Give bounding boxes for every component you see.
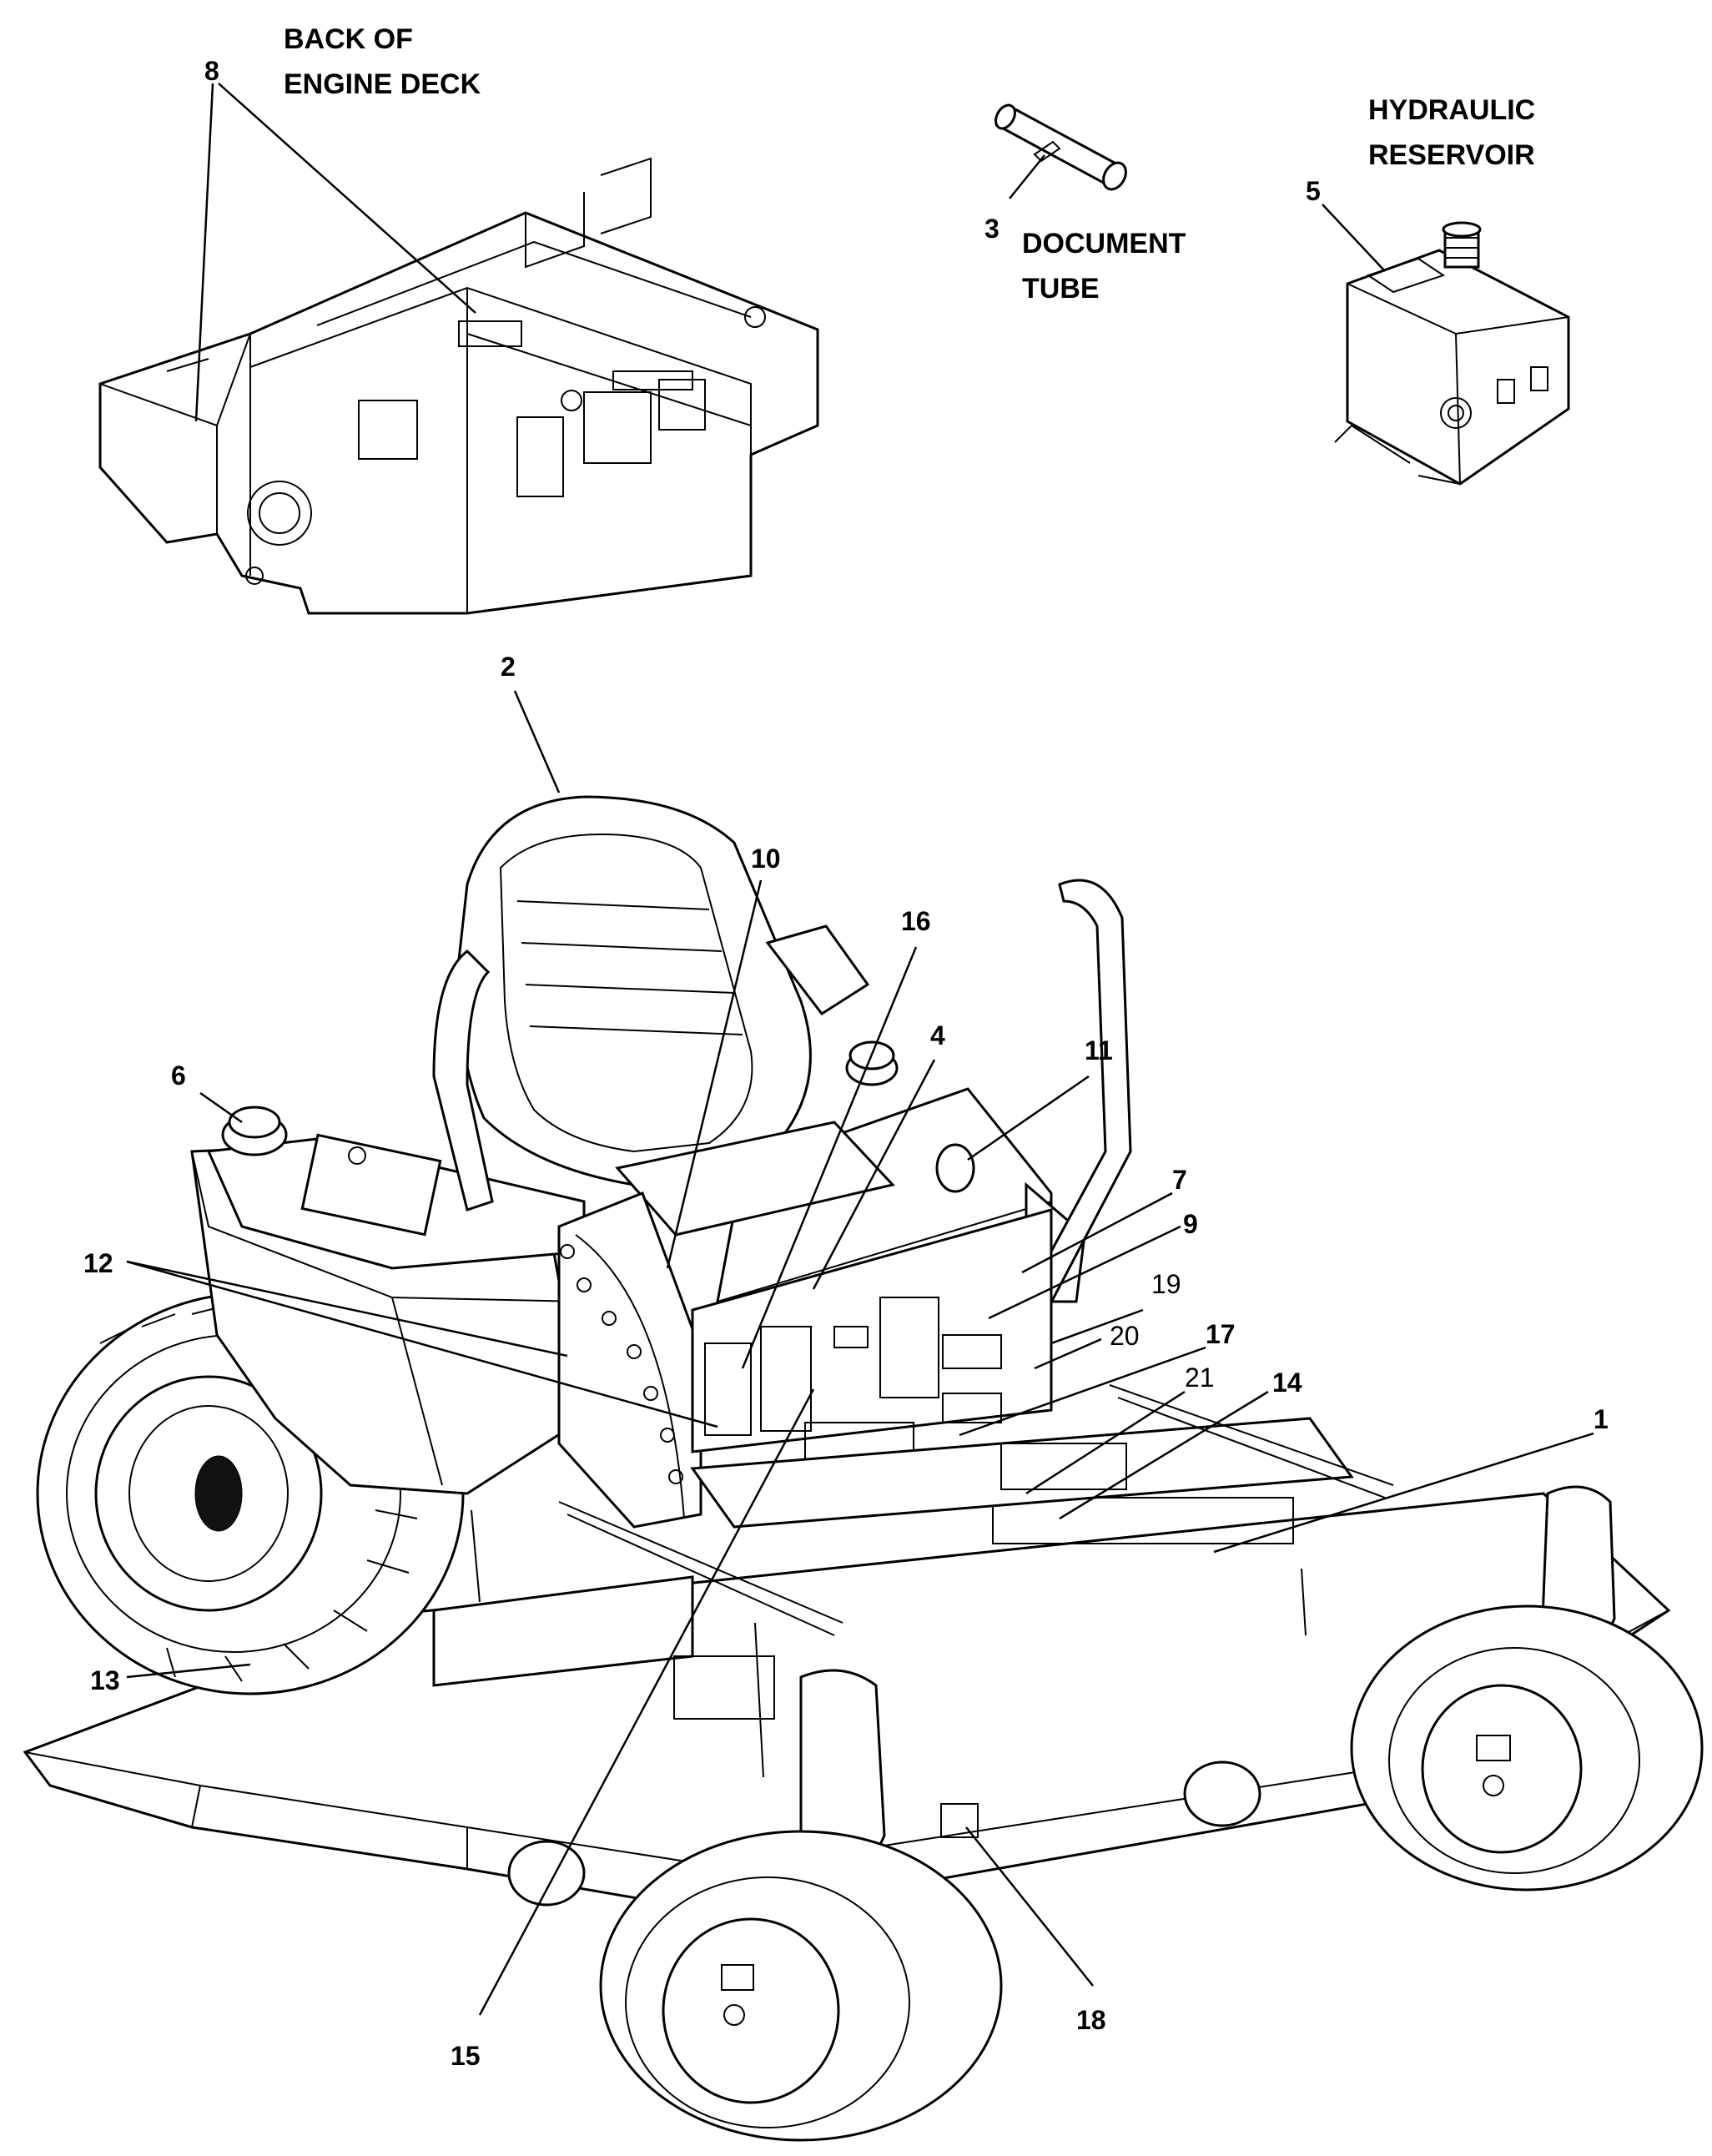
- leader-18: [965, 1826, 1094, 1987]
- callout-8: 8: [204, 56, 219, 86]
- callout-1: 1: [1594, 1404, 1609, 1434]
- callout-5: 5: [1306, 176, 1321, 206]
- document-tube-illustration: [994, 103, 1127, 191]
- callout-17: 17: [1206, 1319, 1236, 1349]
- leader-13: [126, 1663, 251, 1679]
- leader-3: [1009, 154, 1045, 199]
- leader-20: [1034, 1337, 1102, 1370]
- callout-12: 12: [83, 1248, 113, 1278]
- leader-12b: [126, 1260, 718, 1428]
- callout-19: 19: [1151, 1269, 1181, 1299]
- callout-13: 13: [90, 1665, 120, 1695]
- callout-4: 4: [930, 1020, 945, 1050]
- callout-18: 18: [1076, 2005, 1106, 2035]
- callout-6: 6: [171, 1060, 186, 1091]
- callout-11: 11: [1085, 1035, 1113, 1065]
- leader-11: [967, 1075, 1090, 1161]
- leader-lines: [126, 83, 1594, 2016]
- callout-3: 3: [984, 214, 1000, 244]
- heading-hydraulic-reservoir-line2: RESERVOIR: [1368, 139, 1535, 171]
- hydraulic-reservoir-illustration: [1334, 221, 1570, 486]
- callout-20: 20: [1110, 1321, 1140, 1351]
- leader-2: [513, 690, 561, 793]
- callout-15: 15: [451, 2041, 481, 2071]
- leader-1: [1213, 1432, 1594, 1554]
- leader-9: [988, 1225, 1181, 1320]
- callout-16: 16: [901, 906, 931, 936]
- callout-9: 9: [1183, 1209, 1198, 1239]
- leader-19: [1050, 1308, 1144, 1345]
- leader-15: [478, 1388, 815, 2016]
- headings: BACK OF ENGINE DECK DOCUMENT TUBE HYDRAU…: [284, 23, 1535, 305]
- leader-4: [812, 1059, 936, 1290]
- callout-21: 21: [1185, 1363, 1215, 1393]
- engine-deck-illustration: [98, 157, 819, 615]
- leader-10: [666, 879, 763, 1269]
- heading-engine-deck-line2: ENGINE DECK: [284, 68, 481, 100]
- leader-17: [959, 1346, 1206, 1437]
- leader-14: [1059, 1390, 1269, 1520]
- leader-7: [1021, 1191, 1173, 1274]
- callout-2: 2: [501, 652, 516, 682]
- leader-16: [741, 946, 918, 1369]
- heading-document-tube-line1: DOCUMENT: [1022, 228, 1186, 259]
- leader-5: [1322, 204, 1386, 272]
- heading-engine-deck-line1: BACK OF: [284, 23, 413, 55]
- leader-12a: [126, 1260, 568, 1358]
- callout-14: 14: [1272, 1368, 1302, 1398]
- mower-illustration: [23, 795, 1704, 2142]
- callout-numbers: 8 3 5 2 10 16 6 4 11 7 9 19 12 20 17 21 …: [83, 56, 1609, 2071]
- heading-hydraulic-reservoir-line1: HYDRAULIC: [1368, 94, 1535, 126]
- leader-21: [1025, 1390, 1186, 1495]
- leader-8b: [218, 83, 476, 314]
- callout-10: 10: [751, 844, 781, 874]
- heading-document-tube-line2: TUBE: [1022, 273, 1100, 305]
- leader-6: [199, 1091, 243, 1124]
- leader-8a: [194, 83, 214, 422]
- callout-7: 7: [1172, 1165, 1187, 1195]
